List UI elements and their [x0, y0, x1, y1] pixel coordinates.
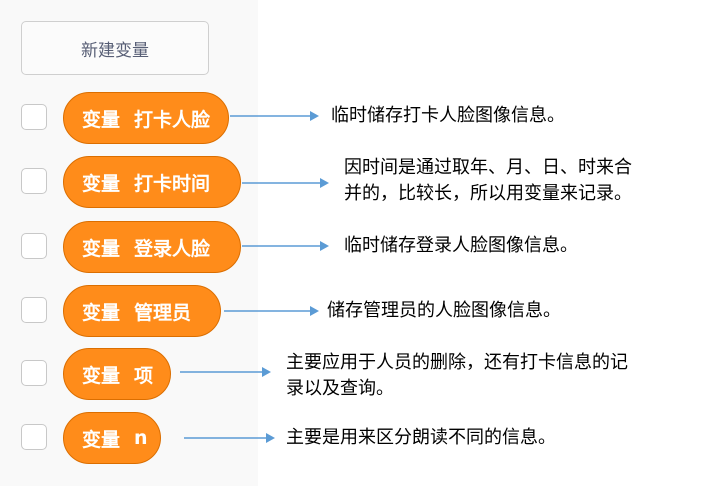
variable-keyword: 变量 [82, 108, 121, 131]
variable-description: 临时储存打卡人脸图像信息。 [331, 105, 565, 126]
variable-checkbox[interactable] [21, 297, 47, 323]
variable-name: 打卡时间 [134, 172, 211, 195]
arrow-icon [242, 241, 329, 251]
variable-checkbox[interactable] [21, 233, 47, 259]
variable-name: 打卡人脸 [134, 108, 211, 131]
variable-name: n [134, 427, 148, 449]
variable-checkbox[interactable] [21, 424, 47, 450]
variable-description: 主要应用于人员的删除，还有打卡信息的记 录以及查询。 [286, 352, 628, 399]
variable-description: 主要是用来区分朗读不同的信息。 [286, 427, 556, 448]
variable-checkbox[interactable] [21, 104, 47, 130]
arrow-icon [242, 178, 329, 188]
variable-block[interactable]: 变量 打卡时间 [63, 156, 241, 208]
arrow-icon [184, 433, 275, 443]
variable-name: 管理员 [134, 301, 192, 324]
variable-block[interactable]: 变量 登录人脸 [63, 221, 241, 273]
variable-description: 因时间是通过取年、月、日、时来合 并的，比较长，所以用变量来记录。 [344, 157, 632, 204]
variable-block[interactable]: 变量 n [63, 412, 161, 464]
variable-keyword: 变量 [82, 364, 121, 387]
variable-keyword: 变量 [82, 172, 121, 195]
variable-keyword: 变量 [82, 301, 121, 324]
variable-name: 项 [134, 364, 154, 387]
variable-keyword: 变量 [82, 428, 121, 451]
arrow-icon [180, 367, 271, 377]
variable-block[interactable]: 变量 打卡人脸 [63, 92, 229, 144]
arrow-icon [230, 111, 319, 121]
variable-block[interactable]: 变量 项 [63, 348, 171, 400]
new-variable-button[interactable]: 新建变量 [21, 21, 209, 75]
variable-keyword: 变量 [82, 237, 121, 260]
variable-description: 临时储存登录人脸图像信息。 [344, 235, 578, 256]
variable-block[interactable]: 变量 管理员 [63, 285, 221, 337]
variable-checkbox[interactable] [21, 168, 47, 194]
variable-name: 登录人脸 [134, 237, 211, 260]
variable-checkbox[interactable] [21, 360, 47, 386]
variable-description: 储存管理员的人脸图像信息。 [327, 300, 561, 321]
arrow-icon [224, 306, 319, 316]
